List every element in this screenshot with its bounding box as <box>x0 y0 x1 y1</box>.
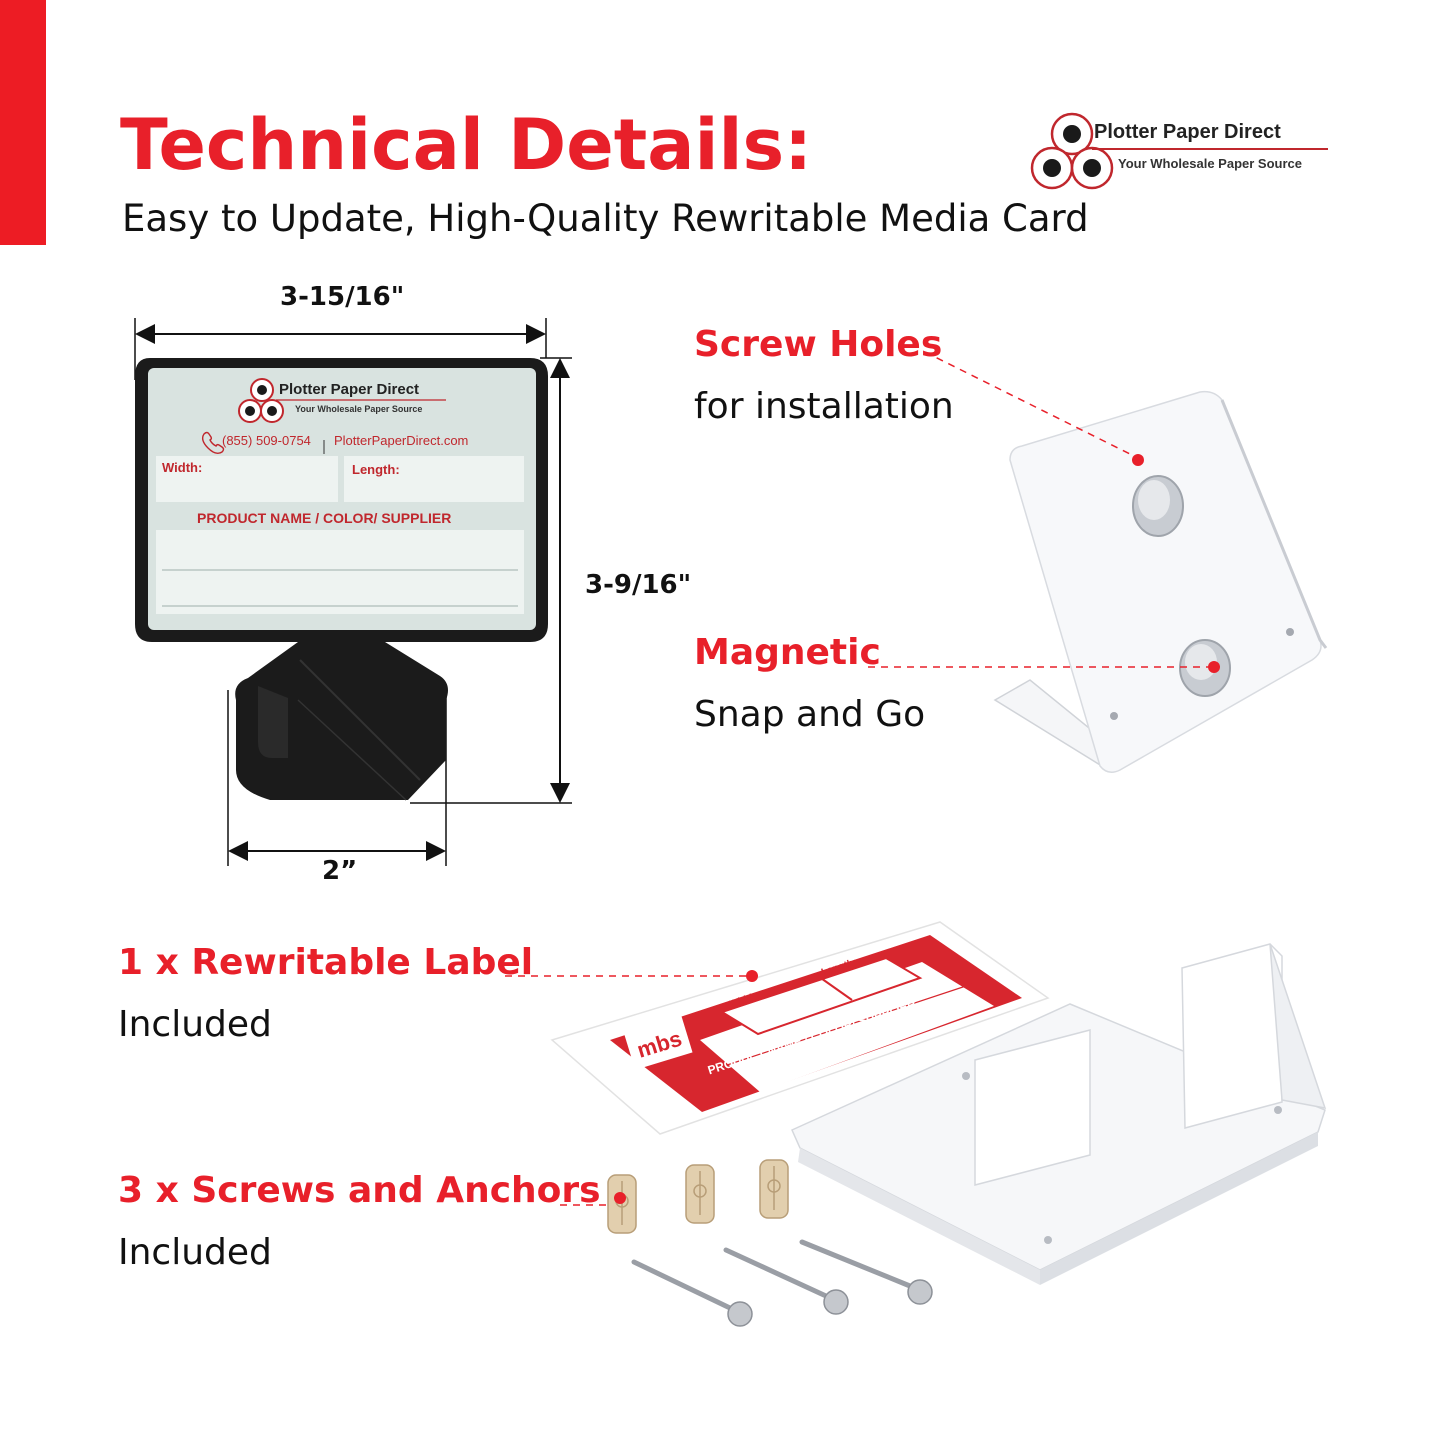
feature-label-text: Included <box>118 1004 272 1045</box>
phone-icon <box>201 431 225 455</box>
holder-card-width-label: Width: <box>162 460 203 475</box>
feature-magnetic-text: Snap and Go <box>694 694 926 735</box>
base-holder-illustration <box>791 943 1327 1285</box>
logo-underline <box>1092 148 1328 150</box>
card-holder <box>135 358 548 801</box>
magnetic-stand-illustration <box>993 390 1328 773</box>
screws-illustration <box>631 1239 913 1311</box>
accent-bar <box>0 0 46 245</box>
base-width-dimension: 2” <box>322 856 358 886</box>
feature-magnetic-title: Magnetic <box>694 632 881 673</box>
holder-card-phone: (855) 509-0754 <box>222 433 311 448</box>
anchors-illustration <box>607 1159 789 1234</box>
holder-card-website: PlotterPaperDirect.com <box>334 433 469 448</box>
holder-card-product-label: PRODUCT NAME / COLOR/ SUPPLIER <box>197 510 452 526</box>
page-subtitle: Easy to Update, High-Quality Rewritable … <box>122 197 1089 240</box>
screw-holes-dot <box>1132 454 1144 466</box>
feature-screws-title: 3 x Screws and Anchors <box>118 1170 601 1211</box>
height-dimension: 3-9/16" <box>585 570 692 600</box>
logo-name: Plotter Paper Direct <box>1094 121 1281 143</box>
label-dot <box>746 970 758 982</box>
feature-screws-text: Included <box>118 1232 272 1273</box>
holder-card-tagline: Your Wholesale Paper Source <box>295 404 423 414</box>
feature-screw-holes-title: Screw Holes <box>694 324 943 365</box>
width-dimension: 3-15/16" <box>280 282 405 312</box>
feature-screw-holes-text: for installation <box>694 386 954 427</box>
feature-label-title: 1 x Rewritable Label <box>118 942 534 983</box>
logo-tagline: Your Wholesale Paper Source <box>1118 156 1302 171</box>
page-title: Technical Details: <box>120 104 813 186</box>
holder-card-brand: Plotter Paper Direct <box>279 381 420 398</box>
rewritable-label-illustration: mbs <box>550 921 1050 1135</box>
screws-dot <box>614 1192 626 1204</box>
screw-holes-leader <box>924 351 1135 457</box>
magnetic-dot <box>1208 661 1220 673</box>
holder-card-length-label: Length: <box>352 462 400 477</box>
